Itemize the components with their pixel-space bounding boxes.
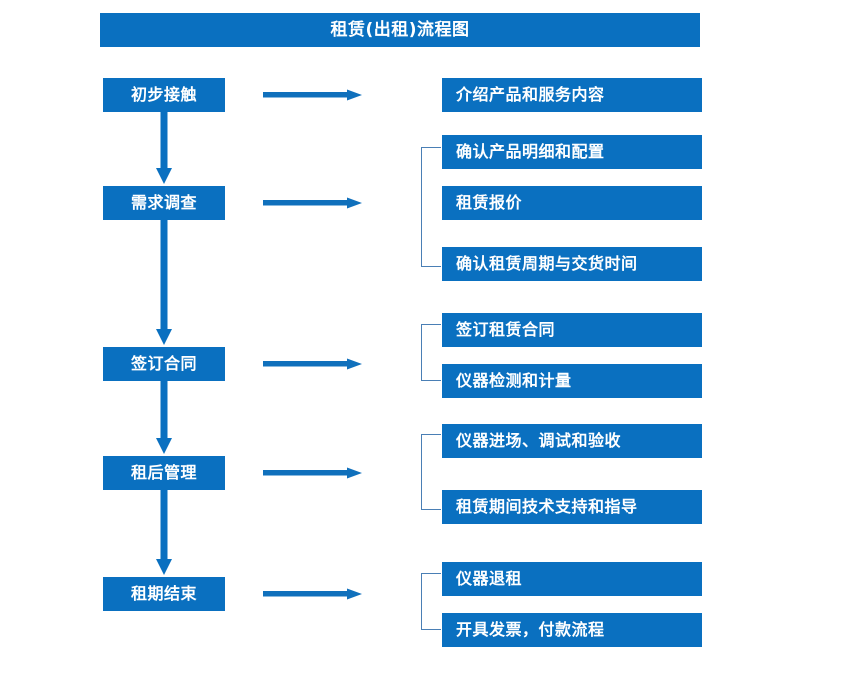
page-title: 租赁(出租)流程图 [330, 19, 470, 40]
arrow-right-icon-2 [263, 195, 363, 211]
stage-box-initial-contact[interactable]: 初步接触 [103, 78, 225, 112]
stage-box-sign-contract[interactable]: 签订合同 [103, 347, 225, 381]
detail-label: 确认租赁周期与交货时间 [456, 254, 638, 273]
stage-box-needs-survey[interactable]: 需求调查 [103, 186, 225, 220]
detail-label: 仪器进场、调试和验收 [456, 431, 622, 450]
stage-label: 需求调查 [130, 193, 197, 212]
detail-label: 租赁报价 [456, 193, 523, 212]
detail-label: 仪器检测和计量 [456, 371, 572, 390]
group-bracket-post-lease [421, 434, 441, 510]
detail-box-instrument-inspection[interactable]: 仪器检测和计量 [442, 364, 702, 398]
arrow-right-icon-5 [263, 586, 363, 602]
detail-label: 仪器退租 [456, 569, 523, 588]
stage-label: 初步接触 [130, 85, 197, 104]
stage-box-lease-end[interactable]: 租期结束 [103, 577, 225, 611]
arrow-down-icon-1 [152, 112, 176, 186]
detail-box-introduce-products[interactable]: 介绍产品和服务内容 [442, 78, 702, 112]
arrow-down-icon-2 [152, 220, 176, 347]
detail-label: 确认产品明细和配置 [456, 142, 605, 161]
group-bracket-lease-end [421, 573, 441, 630]
stage-box-post-lease-management[interactable]: 租后管理 [103, 456, 225, 490]
detail-box-technical-support[interactable]: 租赁期间技术支持和指导 [442, 490, 702, 524]
detail-box-confirm-specs[interactable]: 确认产品明细和配置 [442, 135, 702, 169]
detail-box-instrument-return[interactable]: 仪器退租 [442, 562, 702, 596]
arrow-down-icon-4 [152, 490, 176, 577]
detail-box-confirm-period-delivery[interactable]: 确认租赁周期与交货时间 [442, 247, 702, 281]
arrow-right-icon-1 [263, 87, 363, 103]
detail-label: 租赁期间技术支持和指导 [456, 497, 638, 516]
arrow-right-icon-3 [263, 356, 363, 372]
arrow-right-icon-4 [263, 465, 363, 481]
diagram-title-bar: 租赁(出租)流程图 [100, 13, 700, 47]
detail-box-invoice-payment[interactable]: 开具发票，付款流程 [442, 613, 702, 647]
detail-box-lease-quotation[interactable]: 租赁报价 [442, 186, 702, 220]
detail-label: 签订租赁合同 [456, 320, 556, 339]
group-bracket-sign-contract [421, 324, 441, 381]
detail-box-sign-lease-contract[interactable]: 签订租赁合同 [442, 313, 702, 347]
group-bracket-needs-survey [421, 147, 441, 267]
detail-box-instrument-install-acceptance[interactable]: 仪器进场、调试和验收 [442, 424, 702, 458]
stage-label: 租后管理 [130, 463, 197, 482]
arrow-down-icon-3 [152, 381, 176, 456]
detail-label: 介绍产品和服务内容 [456, 85, 605, 104]
detail-label: 开具发票，付款流程 [456, 620, 605, 639]
stage-label: 签订合同 [130, 354, 197, 373]
stage-label: 租期结束 [130, 584, 197, 603]
